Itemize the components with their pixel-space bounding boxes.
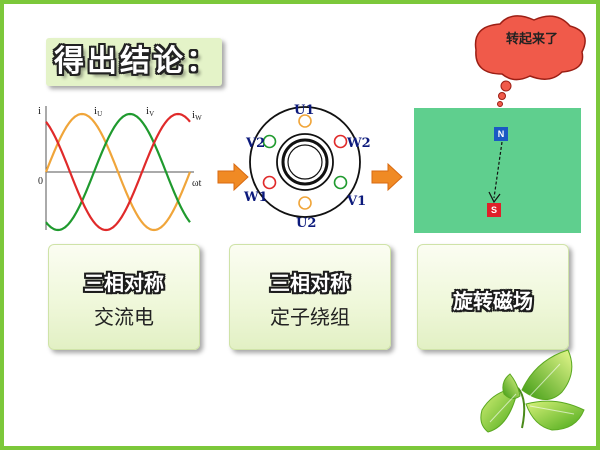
- card-title: 旋转磁场: [453, 289, 533, 313]
- label-w2: W2: [347, 136, 371, 151]
- x-axis-label: ωt: [192, 178, 202, 189]
- slot-w2: [333, 134, 348, 149]
- card-title: 三相对称: [270, 271, 350, 295]
- label-w1: W1: [244, 190, 268, 205]
- south-pole: S: [487, 203, 501, 217]
- card-stator-winding: 三相对称 定子绕组: [229, 244, 391, 350]
- stator-diagram: [249, 106, 361, 218]
- phase-label-v: iV: [146, 105, 154, 118]
- field-arrow: [488, 141, 503, 204]
- label-v2: V2: [246, 136, 266, 151]
- card-three-phase-ac: 三相对称 交流电: [48, 244, 200, 350]
- slot-v1: [333, 175, 348, 190]
- slot-u2: [298, 196, 312, 210]
- slot-u1: [298, 114, 312, 128]
- card-subtitle: 定子绕组: [270, 305, 350, 329]
- three-phase-waveform: i 0 ωt iU iV iW: [38, 105, 202, 232]
- card-title: 三相对称: [84, 271, 164, 295]
- label-u1: U1: [294, 103, 315, 118]
- speech-bubble: [474, 15, 586, 107]
- wave-w: [45, 112, 191, 232]
- slot-v2: [262, 134, 277, 149]
- card-subtitle: 交流电: [94, 305, 154, 329]
- bubble-text: 转起来了: [505, 32, 558, 47]
- label-u2: U2: [296, 216, 317, 231]
- north-pole: N: [494, 127, 508, 141]
- arrow-right-icon: [371, 162, 403, 192]
- label-v1: V1: [347, 194, 367, 209]
- rotor-inner: [287, 144, 323, 180]
- slot-w1: [262, 175, 277, 190]
- phase-label-w: iW: [192, 109, 202, 122]
- wave-v: [45, 112, 191, 232]
- arrow-right-icon: [217, 162, 249, 192]
- y-axis-label: i: [38, 105, 41, 117]
- page-title: 得出结论：: [54, 44, 219, 79]
- leaves-icon: [480, 349, 585, 433]
- origin-label: 0: [38, 176, 43, 187]
- phase-label-u: iU: [94, 105, 102, 118]
- title-box: [46, 38, 222, 86]
- wave-u: [44, 112, 192, 232]
- card-rotating-field: 旋转磁场: [417, 244, 569, 350]
